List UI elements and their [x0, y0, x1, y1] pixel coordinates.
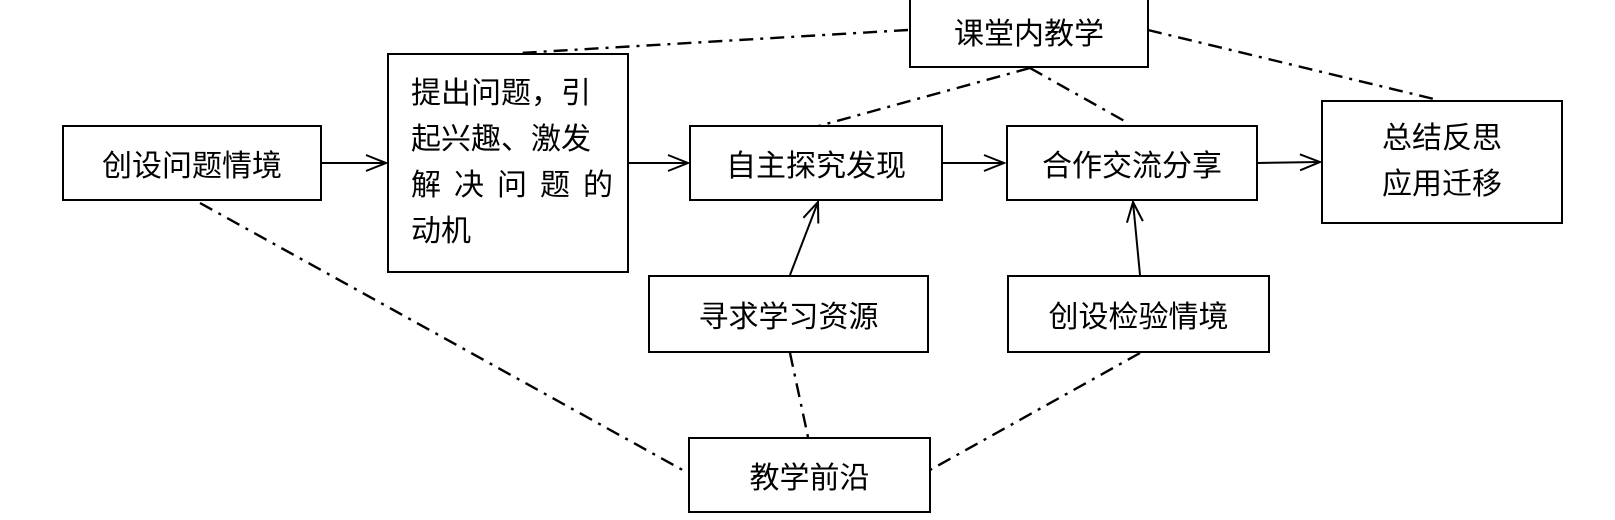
- node-cooperation-sharing: 合作交流分享: [1006, 125, 1258, 201]
- node-classroom-teaching-label: 课堂内教学: [954, 17, 1104, 52]
- node-self-exploration: 自主探究发现: [689, 125, 943, 201]
- node-summary-transfer-line-2: 应用迁移: [1382, 167, 1502, 202]
- node-self-exploration-label: 自主探究发现: [726, 149, 906, 184]
- arrow-test-to-cooperate: [1133, 202, 1140, 276]
- node-raise-question: 提出问题，引 起兴趣、激发 解决问题的 动机: [387, 53, 629, 273]
- node-cooperation-sharing-label: 合作交流分享: [1042, 149, 1222, 184]
- node-raise-question-line-1: 提出问题，引: [411, 76, 591, 111]
- node-summary-transfer: 总结反思 应用迁移: [1321, 100, 1563, 224]
- dashdot-classroom-to-question: [519, 28, 909, 55]
- dashdot-classroom-to-cooperate: [1029, 66, 1129, 125]
- node-create-test-scenario: 创设检验情境: [1007, 275, 1270, 353]
- node-create-problem-scenario-label: 创设问题情境: [102, 149, 282, 184]
- node-create-problem-scenario: 创设问题情境: [62, 125, 322, 201]
- node-raise-question-line-4: 动机: [411, 214, 471, 249]
- node-seek-learning-resources: 寻求学习资源: [648, 275, 929, 353]
- arrow-resources-to-explore: [789, 202, 818, 276]
- node-raise-question-line-3: 解决问题的: [411, 168, 626, 203]
- dashdot-test-to-frontier: [929, 351, 1141, 472]
- node-raise-question-line-2: 起兴趣、激发: [411, 122, 591, 157]
- node-teaching-frontier-label: 教学前沿: [749, 461, 870, 496]
- dashdot-resources-to-frontier: [788, 352, 810, 438]
- dashdot-classroom-to-explore: [814, 66, 1031, 129]
- arrow-cooperate-to-summary: [1256, 162, 1320, 163]
- node-teaching-frontier: 教学前沿: [688, 437, 931, 513]
- dashdot-classroom-to-summary: [1147, 28, 1439, 102]
- node-seek-learning-resources-label: 寻求学习资源: [698, 300, 879, 335]
- node-classroom-teaching: 课堂内教学: [909, 0, 1149, 68]
- node-create-test-scenario-label: 创设检验情境: [1048, 300, 1229, 335]
- node-summary-transfer-line-1: 总结反思: [1382, 121, 1502, 156]
